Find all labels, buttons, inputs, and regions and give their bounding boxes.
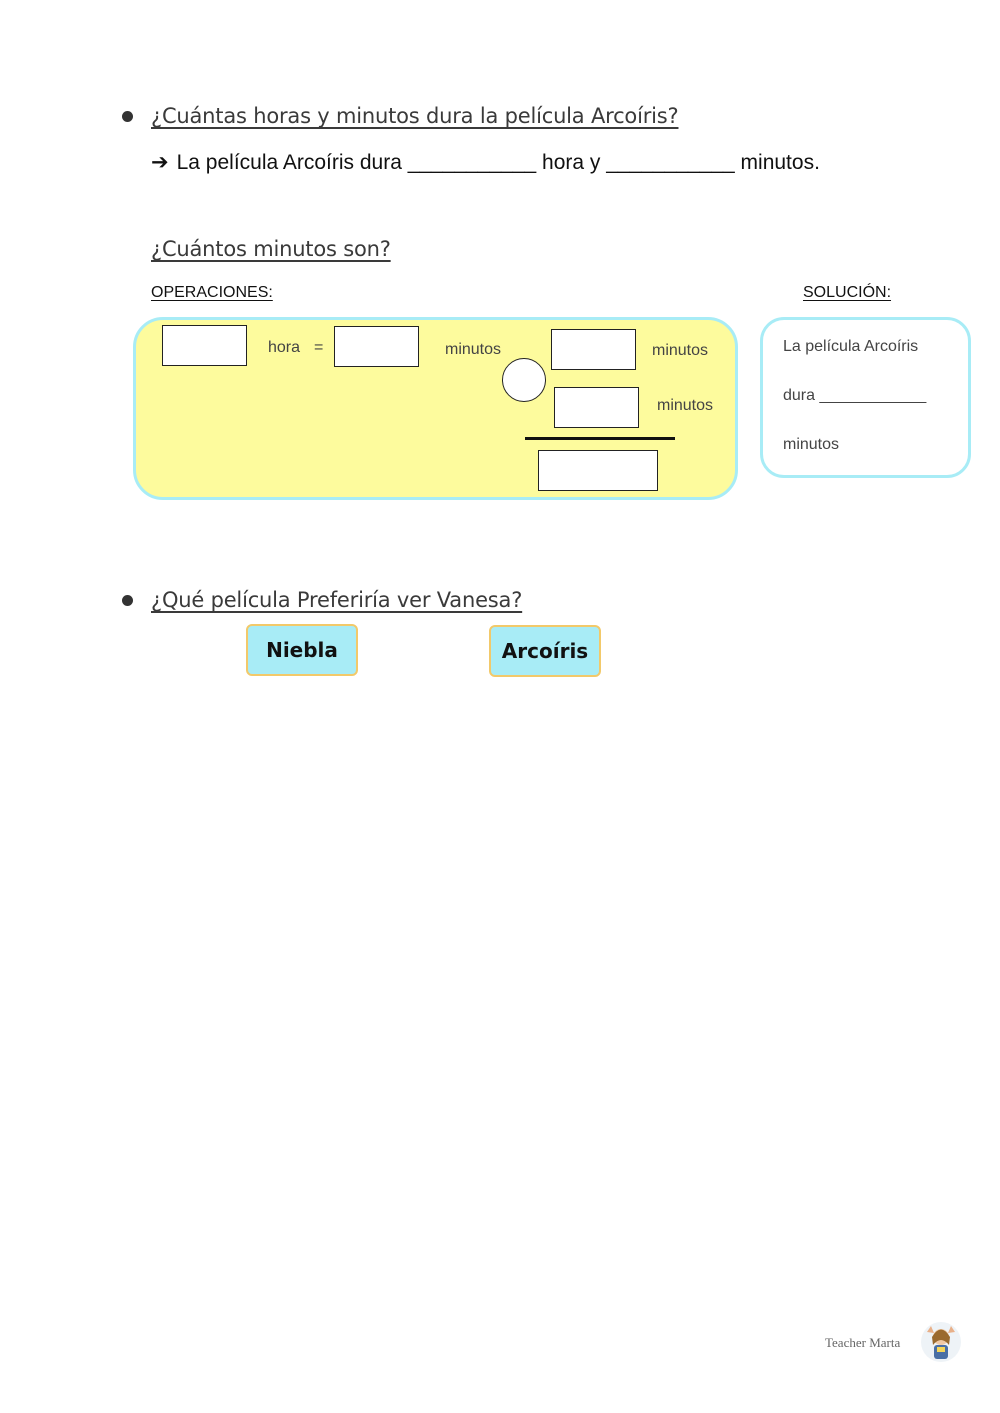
operator-circle[interactable]	[502, 358, 546, 402]
credit-text: Teacher Marta	[825, 1335, 901, 1350]
arrow-right-icon: ➔	[151, 150, 169, 174]
sum-divider-line	[525, 437, 675, 440]
minutos-label: minutos	[657, 397, 714, 414]
option-niebla-button[interactable]: Niebla	[246, 624, 358, 676]
result-input-box[interactable]	[538, 450, 658, 491]
addend-2-input-box[interactable]	[554, 387, 639, 428]
minutos-label: minutos	[445, 341, 502, 358]
answer-sentence: ➔ La película Arcoíris dura ___________ h…	[151, 150, 820, 175]
solution-panel	[760, 317, 971, 478]
equals-sign: =	[314, 339, 324, 356]
minutos-label: minutos	[652, 342, 709, 359]
bullet-point	[122, 595, 133, 606]
question-hours-minutes: ¿Cuántas horas y minutos dura la películ…	[151, 104, 679, 128]
teacher-avatar-icon	[918, 1318, 964, 1364]
hora-label: hora	[268, 339, 301, 356]
solution-line-3: minutos	[783, 436, 840, 453]
question-how-many-minutes: ¿Cuántos minutos son?	[151, 237, 391, 261]
converted-minutes-input-box[interactable]	[334, 326, 419, 367]
addend-1-input-box[interactable]	[551, 329, 636, 370]
solution-line-1: La película Arcoíris	[783, 338, 919, 355]
question-which-movie: ¿Qué película Preferiría ver Vanesa?	[151, 588, 523, 612]
operations-label: OPERACIONES:	[151, 284, 273, 301]
answer-text: La película Arcoíris dura ___________ ho…	[176, 151, 820, 174]
hours-input-box[interactable]	[162, 325, 247, 366]
solution-line-2[interactable]: dura ____________	[783, 387, 927, 404]
bullet-point	[122, 111, 133, 122]
option-arcoiris-button[interactable]: Arcoíris	[489, 625, 601, 677]
solution-label: SOLUCIÓN:	[803, 284, 892, 301]
